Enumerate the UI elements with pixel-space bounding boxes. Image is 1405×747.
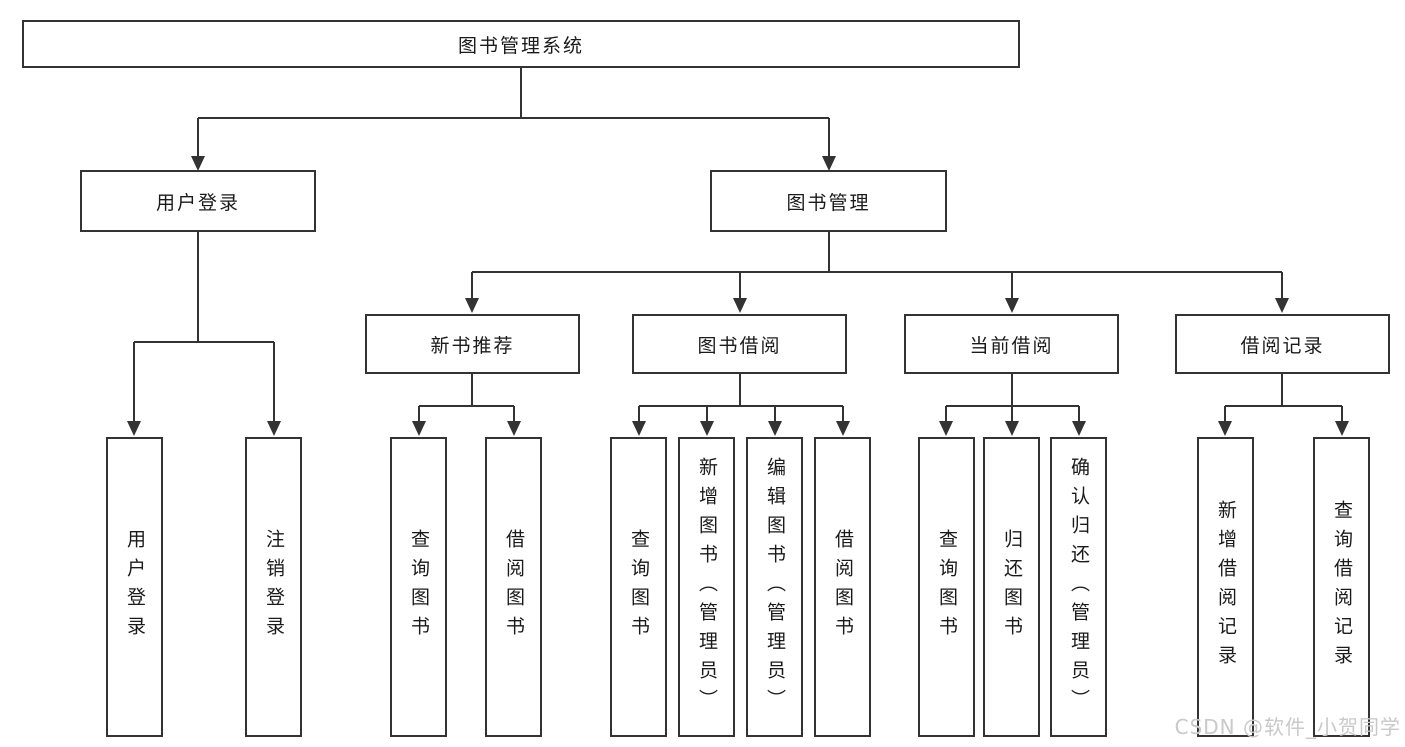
node-leaf-borrow-book-recommend: 借阅图书 xyxy=(485,437,542,737)
node-book-management: 图书管理 xyxy=(710,170,947,232)
node-leaf-borrow-book: 借阅图书 xyxy=(814,437,871,737)
arrowhead-icon xyxy=(465,298,479,313)
arrowhead-icon xyxy=(939,421,953,436)
node-leaf-add-borrow-record: 新增借阅记录 xyxy=(1197,437,1254,737)
node-current-borrow: 当前借阅 xyxy=(904,314,1119,374)
arrowhead-icon xyxy=(700,421,714,436)
connector-current-borrow xyxy=(939,374,1086,436)
connector-borrow-records xyxy=(1218,374,1349,436)
connector-root xyxy=(191,68,836,171)
arrowhead-icon xyxy=(1005,421,1019,436)
node-leaf-add-book-admin: 新增图书（管理员） xyxy=(678,437,735,737)
node-leaf-confirm-return-admin: 确认归还（管理员） xyxy=(1050,437,1107,737)
arrowhead-icon xyxy=(1335,421,1349,436)
node-leaf-query-borrow-record: 查询借阅记录 xyxy=(1313,437,1370,737)
node-root-system: 图书管理系统 xyxy=(22,20,1020,68)
arrowhead-icon xyxy=(822,156,836,171)
node-leaf-query-book-borrow: 查询图书 xyxy=(610,437,667,737)
arrowhead-icon xyxy=(412,421,426,436)
watermark: CSDN @软件_小贺同学 xyxy=(1174,715,1401,739)
node-leaf-edit-book-admin: 编辑图书（管理员） xyxy=(746,437,803,737)
node-leaf-user-login: 用户登录 xyxy=(106,437,163,737)
arrowhead-icon xyxy=(267,421,281,436)
arrowhead-icon xyxy=(1005,298,1019,313)
arrowhead-icon xyxy=(836,421,850,436)
node-leaf-query-book-recommend: 查询图书 xyxy=(390,437,447,737)
node-user-login: 用户登录 xyxy=(80,170,316,232)
arrowhead-icon xyxy=(1072,421,1086,436)
node-book-borrow: 图书借阅 xyxy=(632,314,847,374)
connector-new-book xyxy=(412,374,521,436)
arrowhead-icon xyxy=(733,298,747,313)
connector-book-management xyxy=(465,232,1289,313)
arrowhead-icon xyxy=(507,421,521,436)
node-borrow-records: 借阅记录 xyxy=(1175,314,1390,374)
arrowhead-icon xyxy=(1275,298,1289,313)
arrowhead-icon xyxy=(1218,421,1232,436)
arrowhead-icon xyxy=(768,421,782,436)
node-leaf-query-book-current: 查询图书 xyxy=(918,437,975,737)
node-leaf-return-book: 归还图书 xyxy=(983,437,1040,737)
connector-user-login xyxy=(127,232,281,436)
arrowhead-icon xyxy=(127,421,141,436)
node-new-book-recommend: 新书推荐 xyxy=(365,314,580,374)
arrowhead-icon xyxy=(191,156,205,171)
connector-book-borrow xyxy=(632,374,850,436)
node-leaf-logout: 注销登录 xyxy=(245,437,302,737)
arrowhead-icon xyxy=(632,421,646,436)
